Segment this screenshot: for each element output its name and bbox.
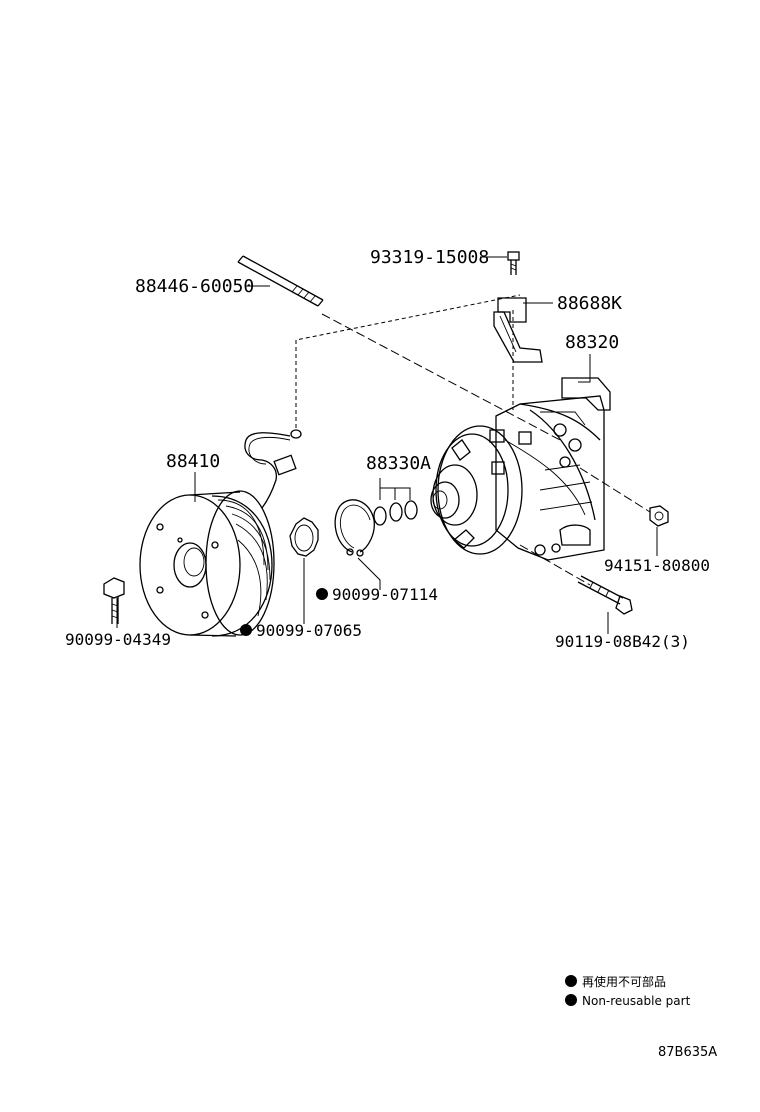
washer-90099-07065	[289, 517, 319, 557]
shims-88330a	[373, 500, 418, 526]
label-90099-07065: 90099-07065	[256, 621, 362, 640]
bolt-94151-80800	[649, 505, 669, 527]
legend-jp: 再使用不可部品	[582, 974, 666, 989]
label-90099-07114: 90099-07114	[332, 585, 438, 604]
diagram-code: 87B635A	[658, 1045, 717, 1060]
legend-en: Non-reusable part	[582, 994, 691, 1008]
legend: 再使用不可部品 Non-reusable part	[565, 974, 691, 1008]
label-88688k: 88688K	[557, 293, 622, 314]
bolt-90119-08b42	[577, 575, 633, 615]
label-93319-15008: 93319-15008	[370, 247, 489, 268]
clutch-pulley-88410	[139, 490, 275, 637]
legend-marker	[565, 975, 577, 987]
clutch-wire-harness	[244, 429, 302, 509]
non-reusable-marker	[316, 588, 328, 600]
label-90099-04349: 90099-04349	[65, 630, 171, 649]
bolt-93319-15008	[507, 251, 520, 275]
compressor-88320	[430, 377, 611, 561]
label-88446-60050: 88446-60050	[135, 276, 254, 297]
bracket-88688k	[493, 297, 543, 363]
leader-lines	[116, 256, 658, 634]
legend-marker	[565, 994, 577, 1006]
alignment-lines	[295, 294, 651, 586]
label-94151-80800: 94151-80800	[604, 556, 710, 575]
label-88410: 88410	[166, 451, 220, 472]
label-90119-08b42: 90119-08B42(3)	[555, 632, 690, 651]
stud-bolt-88446-60050	[237, 255, 324, 307]
snap-ring-90099-07114	[334, 499, 375, 557]
label-88320: 88320	[565, 332, 619, 353]
label-88330a: 88330A	[366, 453, 431, 474]
bolt-90099-04349	[103, 577, 125, 624]
